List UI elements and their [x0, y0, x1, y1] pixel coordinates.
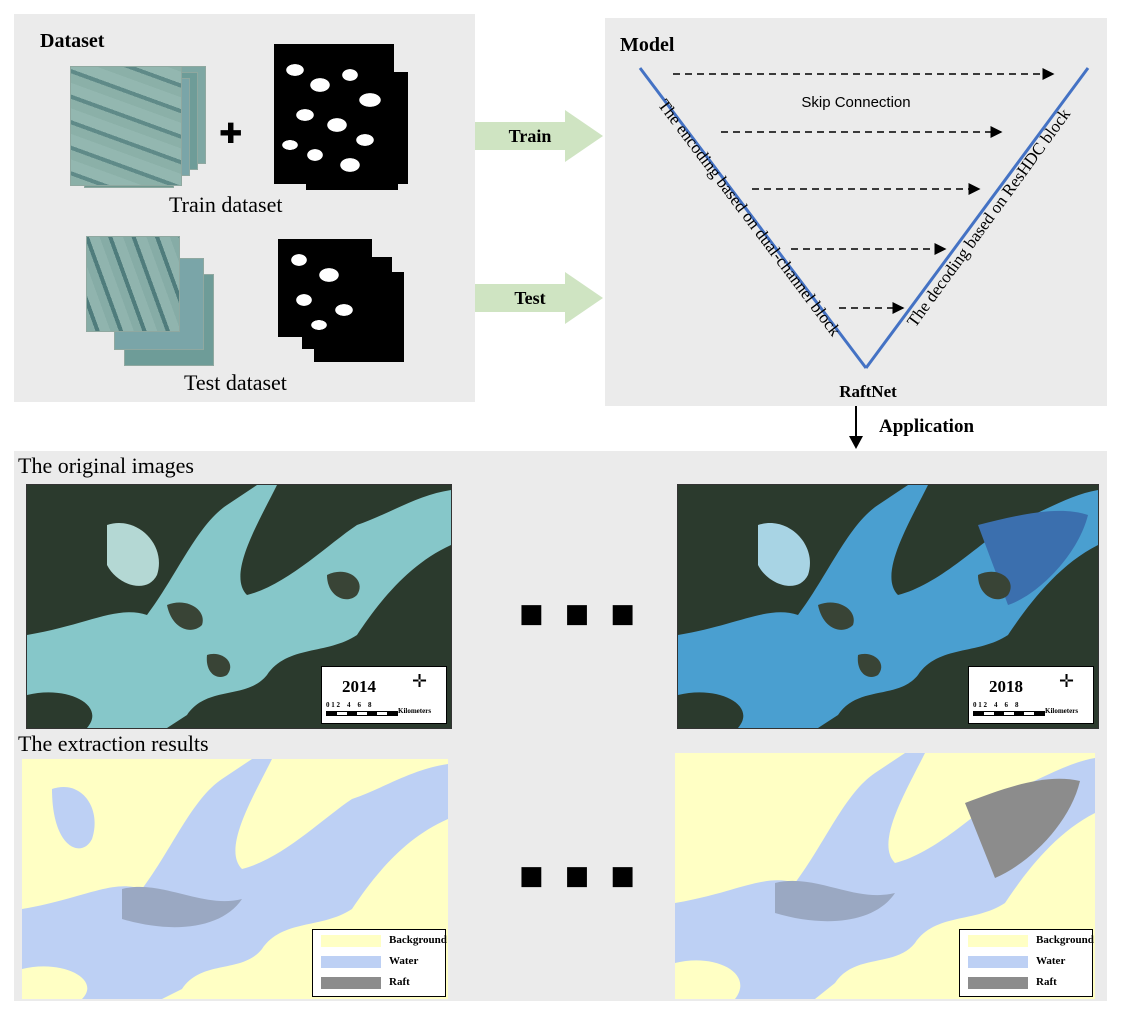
- legend-item-background: Background: [313, 932, 447, 952]
- test-dataset-label: Test dataset: [184, 370, 287, 395]
- legend-item-water: Water: [960, 953, 1092, 973]
- scale-unit: Kilometers: [398, 707, 432, 715]
- skip-connection-label: Skip Connection: [801, 94, 911, 111]
- legend-2014: Background Water Raft: [312, 929, 447, 997]
- train-dataset-label: Train dataset: [169, 192, 283, 217]
- scale-unit: Kilometers: [1045, 707, 1079, 715]
- north-arrow-icon: ✛: [1059, 671, 1075, 692]
- test-arrow-label: Test: [514, 288, 546, 308]
- legend-item-raft: Raft: [313, 974, 445, 994]
- scale-ticks: 0 1 2 4 6 8: [973, 701, 1019, 709]
- ellipsis-top: ■ ■ ■: [519, 599, 641, 629]
- encoder-line: [638, 67, 868, 369]
- legend-item-background: Background: [960, 932, 1094, 952]
- scale-ticks: 0 1 2 4 6 8: [326, 701, 372, 709]
- extraction-map-2018: Background Water Raft: [675, 753, 1095, 999]
- original-images-title: The original images: [18, 453, 194, 478]
- legend-item-water: Water: [313, 953, 445, 973]
- legend-label: Background: [1036, 934, 1094, 946]
- results-panel: The original images 2014 ✛ 0 1 2 4 6 8 K…: [14, 451, 1107, 1001]
- north-arrow-icon: ✛: [412, 671, 428, 692]
- dataset-panel: Dataset ✚ Train dataset Test dataset: [14, 14, 475, 402]
- scale-bar: [973, 711, 1045, 716]
- model-name: RaftNet: [839, 382, 897, 401]
- legend-2018: Background Water Raft: [959, 929, 1094, 997]
- train-arrow: Train: [475, 110, 603, 162]
- plus-icon: ✚: [219, 117, 243, 150]
- dataset-title: Dataset: [40, 30, 105, 52]
- year-label: 2014: [342, 677, 376, 696]
- extraction-map-2014: Background Water Raft: [22, 759, 448, 999]
- legend-label: Raft: [389, 976, 410, 988]
- legend-label: Background: [389, 934, 447, 946]
- scale-box-2018: 2018 ✛ 0 1 2 4 6 8 Kilometers: [968, 666, 1094, 724]
- satellite-image-2014: 2014 ✛ 0 1 2 4 6 8 Kilometers: [26, 484, 452, 729]
- legend-item-raft: Raft: [960, 974, 1092, 994]
- vnet-diagram: [638, 67, 1090, 369]
- year-label: 2018: [989, 677, 1023, 696]
- satellite-image-2018: 2018 ✛ 0 1 2 4 6 8 Kilometers: [677, 484, 1099, 729]
- scale-bar: [326, 711, 398, 716]
- ellipsis-bottom: ■ ■ ■: [519, 861, 641, 891]
- model-title: Model: [620, 34, 675, 56]
- legend-label: Water: [389, 955, 419, 967]
- decoder-line: [864, 67, 1090, 369]
- application-label: Application: [879, 416, 975, 437]
- legend-label: Raft: [1036, 976, 1057, 988]
- test-arrow: Test: [475, 272, 603, 324]
- model-panel: Model Skip Connection The encoding based…: [605, 18, 1107, 406]
- train-arrow-label: Train: [508, 126, 552, 146]
- scale-box-2014: 2014 ✛ 0 1 2 4 6 8 Kilometers: [321, 666, 447, 724]
- application-arrow: [846, 406, 866, 450]
- extraction-results-title: The extraction results: [18, 731, 209, 756]
- legend-label: Water: [1036, 955, 1066, 967]
